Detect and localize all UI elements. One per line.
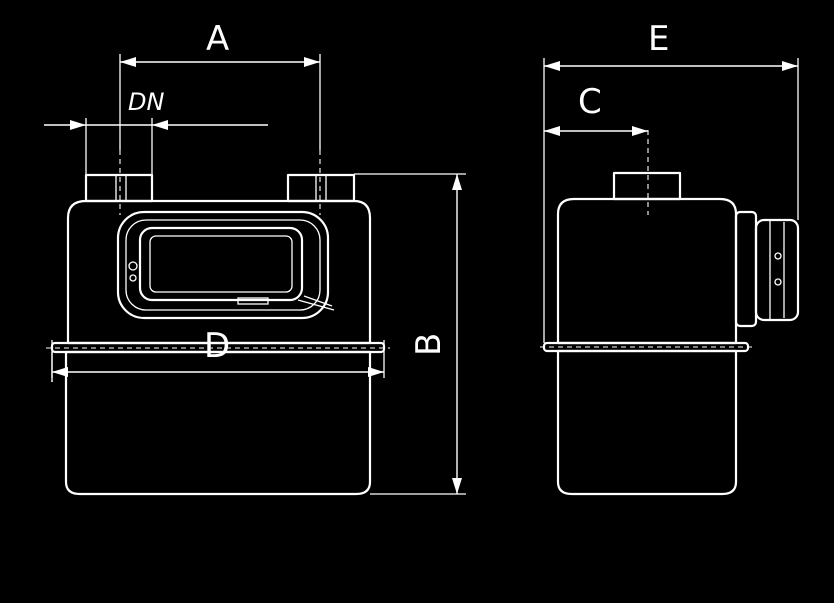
- front-view: [46, 150, 390, 496]
- label-d: D: [204, 326, 230, 366]
- side-lower-body: [556, 349, 738, 496]
- dimension-a: A: [119, 19, 321, 150]
- dimension-e: E: [543, 19, 799, 343]
- dimension-d: D: [51, 326, 385, 382]
- label-e: E: [648, 19, 669, 59]
- meter-lower-body: [64, 350, 372, 496]
- dimension-b: B: [354, 173, 466, 495]
- label-dn: DN: [128, 88, 164, 116]
- counter-window: [116, 210, 335, 320]
- label-b: B: [409, 333, 449, 356]
- meter-upper-body: [66, 199, 372, 345]
- side-upper-body: [556, 197, 738, 345]
- right-connection: [286, 150, 356, 215]
- side-connection: [612, 171, 682, 201]
- label-c: C: [578, 82, 602, 122]
- side-fitting: [734, 210, 800, 328]
- dimension-c: C: [544, 82, 648, 136]
- side-view: [540, 130, 800, 496]
- dimension-dn: DN: [44, 88, 268, 175]
- label-a: A: [206, 19, 229, 59]
- left-connection: [84, 150, 154, 215]
